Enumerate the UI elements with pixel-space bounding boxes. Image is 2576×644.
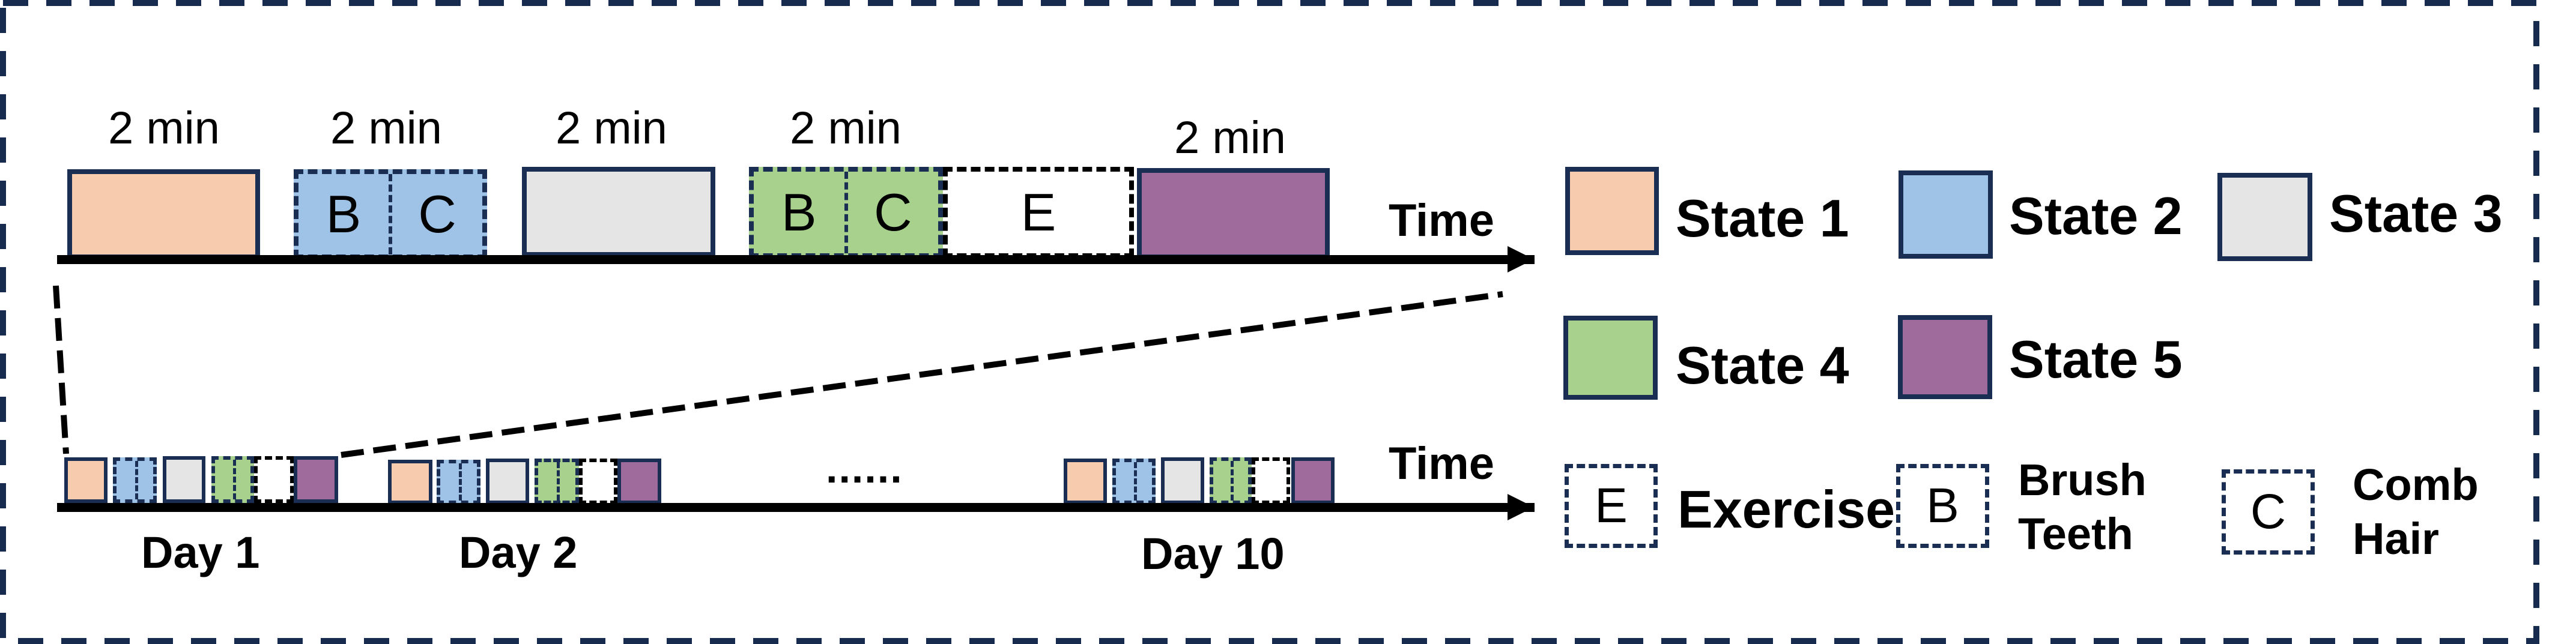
mini-state2 — [437, 460, 480, 504]
duration-label-state4: 2 min — [790, 103, 902, 154]
mini-state4 — [535, 459, 579, 504]
label-line: Brush — [2018, 455, 2147, 505]
duration-label-state5: 2 min — [1174, 112, 1286, 163]
duration-label-state3: 2 min — [556, 103, 667, 154]
mini-state3 — [486, 459, 529, 504]
legend-activity-label-brush-teeth: Brush Teeth — [2018, 453, 2147, 562]
legend-activity-box-b: B — [1896, 464, 1989, 548]
mini-state5 — [617, 459, 661, 504]
legend-label-state3: State 3 — [2329, 184, 2503, 243]
segment-state2-brush-comb: B C — [294, 169, 487, 259]
segment-state4-brush-comb: B C — [749, 167, 943, 258]
zoom-connector-right — [341, 291, 1503, 458]
mini-state3 — [1161, 457, 1204, 504]
activity-b-label: B — [326, 184, 362, 244]
legend-label-state4: State 4 — [1676, 336, 1849, 395]
segment-state3 — [522, 167, 715, 257]
mini-state2 — [113, 457, 157, 503]
mini-state2 — [1112, 459, 1156, 504]
legend-swatch-state3 — [2217, 173, 2312, 261]
mini-exercise — [254, 456, 294, 503]
label-line: Comb — [2353, 460, 2479, 510]
mini-state1 — [1064, 459, 1107, 504]
legend-activity-label-comb-hair: Comb Hair — [2353, 458, 2479, 567]
legend-activity-code-e: E — [1595, 478, 1628, 533]
mini-state1 — [388, 460, 432, 504]
legend-label-state5: State 5 — [2009, 330, 2183, 389]
mini-state4 — [1210, 457, 1252, 504]
bottom-time-axis — [57, 503, 1535, 512]
segment-state5 — [1137, 168, 1330, 259]
activity-c-label: C — [389, 174, 482, 254]
legend-label-state2: State 2 — [2009, 186, 2183, 245]
legend-activity-box-e: E — [1565, 464, 1658, 548]
mini-exercise — [1252, 457, 1290, 504]
mini-state5 — [294, 456, 338, 503]
activity-e-label: E — [1020, 182, 1056, 242]
zoom-connector-left — [53, 285, 69, 454]
day-label-2: Day 2 — [459, 528, 578, 577]
mini-state1 — [64, 457, 108, 503]
day-label-10: Day 10 — [1141, 529, 1285, 579]
top-time-arrowhead-icon — [1508, 246, 1534, 272]
legend-activity-box-c: C — [2222, 469, 2315, 555]
segment-exercise: E — [943, 167, 1134, 258]
day-label-1: Day 1 — [141, 528, 260, 577]
activity-c-label: C — [844, 172, 939, 253]
legend-activity-label-exercise: Exercise — [1677, 480, 1896, 539]
bottom-time-axis-label: Time — [1389, 438, 1495, 489]
legend-activity-code-c: C — [2250, 484, 2287, 539]
mini-state3 — [163, 456, 205, 503]
label-line: Teeth — [2018, 509, 2133, 559]
legend-swatch-state5 — [1898, 315, 1992, 399]
mini-state5 — [1291, 457, 1335, 504]
mini-state4 — [211, 456, 254, 503]
mini-exercise — [579, 459, 617, 504]
top-time-axis-label: Time — [1389, 195, 1495, 246]
duration-label-state2: 2 min — [330, 103, 442, 154]
activity-b-label: B — [781, 182, 817, 242]
legend-swatch-state2 — [1899, 170, 1993, 259]
bottom-time-arrowhead-icon — [1508, 494, 1534, 520]
legend-swatch-state1 — [1565, 167, 1659, 255]
legend-activity-code-b: B — [1926, 478, 1959, 533]
legend-swatch-state4 — [1563, 316, 1658, 400]
days-ellipsis: ...... — [826, 445, 903, 492]
segment-state1 — [67, 169, 260, 259]
label-line: Hair — [2353, 514, 2439, 564]
top-time-axis — [57, 255, 1535, 264]
duration-label-state1: 2 min — [108, 103, 220, 154]
legend-label-state1: State 1 — [1676, 188, 1849, 248]
